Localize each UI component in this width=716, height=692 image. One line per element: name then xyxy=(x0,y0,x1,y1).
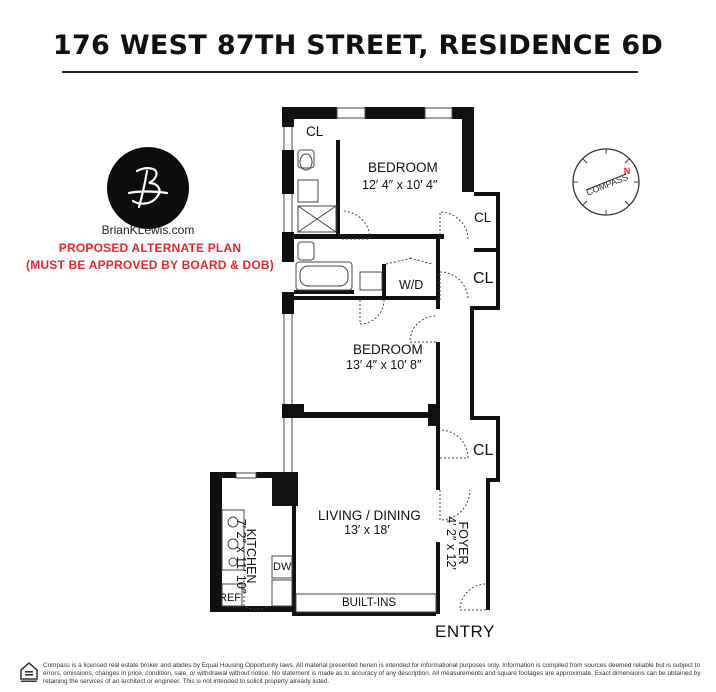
bedroom-2-name: BEDROOM xyxy=(353,342,423,357)
closet-label-2: CL xyxy=(474,210,492,225)
foyer-name: FOYER xyxy=(456,521,470,565)
entry-label: ENTRY xyxy=(435,622,495,641)
bedroom-1-name: BEDROOM xyxy=(368,160,438,175)
footer-disclaimer: Compass is a licensed real estate broker… xyxy=(43,662,701,685)
notice-line-2: (MUST BE APPROVED BY BOARD & DOB) xyxy=(26,258,274,272)
bedroom-1-dims: 12′ 4″ x 10′ 4″ xyxy=(362,178,438,192)
title-divider xyxy=(62,71,638,73)
plan-walls xyxy=(210,107,500,616)
washer-dryer-label: W/D xyxy=(399,278,424,292)
closet-label-1: CL xyxy=(306,124,324,139)
page-title: 176 WEST 87TH STREET, RESIDENCE 6D xyxy=(52,30,664,61)
closet-label-3: CL xyxy=(473,270,494,287)
living-dining-dims: 13′ x 18′ xyxy=(344,523,390,537)
signature-logo-icon xyxy=(107,147,189,229)
bedroom-2-dims: 13′ 4″ x 10′ 8″ xyxy=(346,358,422,372)
closet-label-4: CL xyxy=(473,442,494,459)
notice-line-1: PROPOSED ALTERNATE PLAN xyxy=(58,241,242,255)
living-dining-name: LIVING / DINING xyxy=(318,508,421,523)
brand-url: BrianKLewis.com xyxy=(101,223,195,237)
built-ins-label: BUILT-INS xyxy=(342,597,397,609)
refrigerator-label: REF xyxy=(219,592,241,604)
compass-icon: COMPASS N xyxy=(572,148,640,216)
equal-housing-icon xyxy=(20,662,38,682)
compass-north: N xyxy=(624,166,631,176)
foyer-dims: 4′ 2″ x 12′ xyxy=(444,516,458,570)
dishwasher-label: DW xyxy=(273,561,292,573)
